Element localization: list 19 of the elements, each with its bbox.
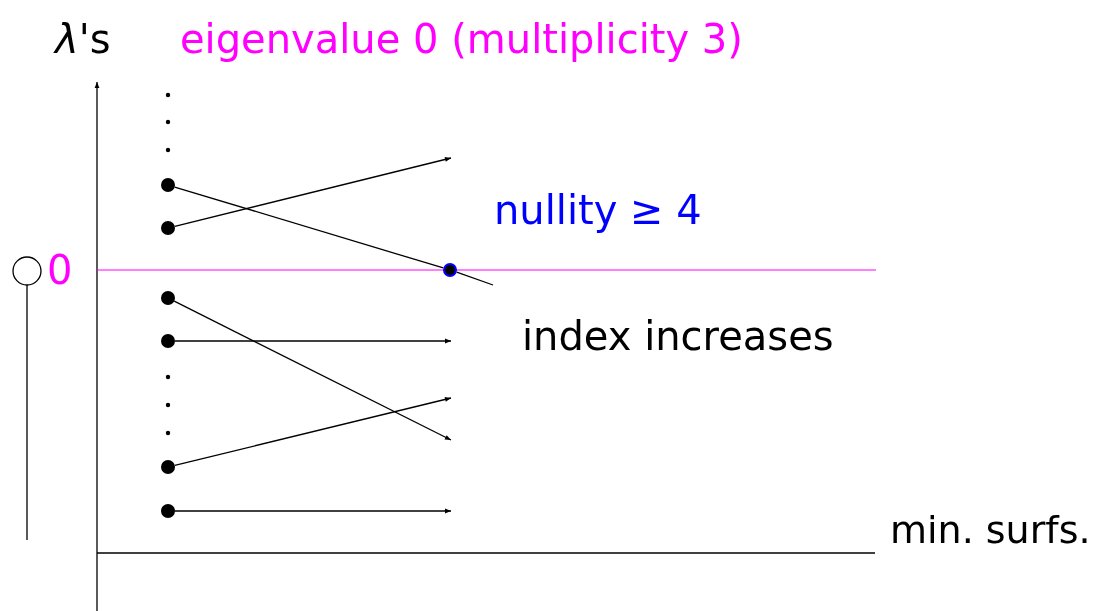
dot <box>161 504 175 518</box>
axis-label: λ's <box>55 17 111 61</box>
dot <box>443 263 457 277</box>
arrow <box>173 300 452 441</box>
axis-label: min. surfs. <box>890 511 1092 551</box>
dot <box>161 221 175 235</box>
arrow <box>174 157 452 227</box>
arrow <box>174 508 452 514</box>
heading: eigenvalue 0 (multiplicity 3) <box>180 17 743 61</box>
dot <box>161 178 175 192</box>
annotation: nullity ≥ 4 <box>494 188 702 232</box>
arrow <box>174 397 452 466</box>
dot <box>161 291 175 305</box>
dot <box>161 460 175 474</box>
arrow <box>174 338 452 344</box>
dot <box>161 334 175 348</box>
annotation: index increases <box>522 314 834 358</box>
line <box>174 186 444 269</box>
tick-label: 0 <box>47 248 73 292</box>
